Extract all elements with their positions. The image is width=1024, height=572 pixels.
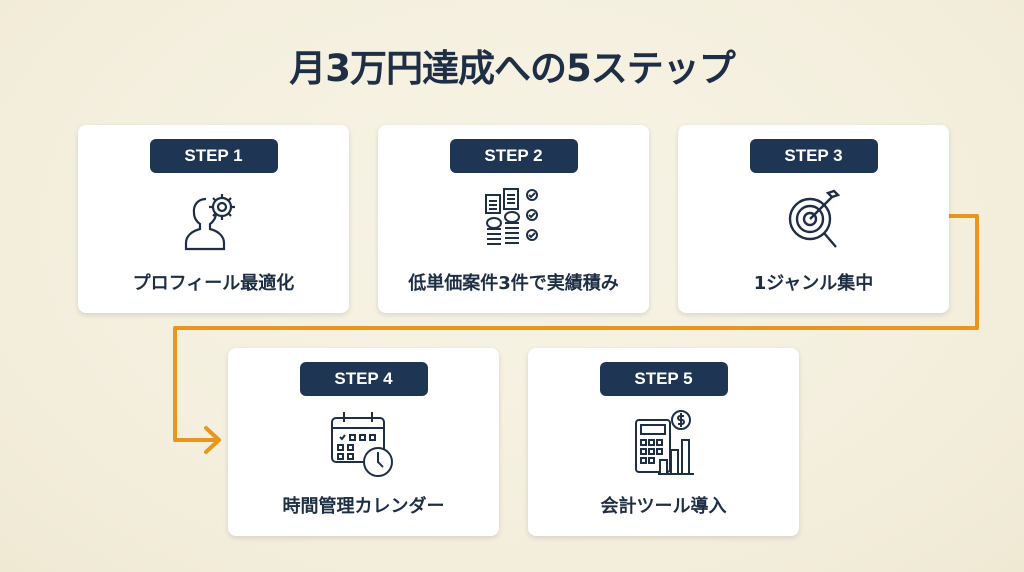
page-title: 月3万円達成への5ステップ	[289, 47, 736, 90]
step-badge: STEP 5	[599, 362, 728, 396]
calculator-chart-icon	[634, 410, 694, 475]
step-badge: STEP 3	[749, 139, 878, 173]
person-gear-icon	[184, 194, 235, 251]
step-badge: STEP 1	[149, 139, 278, 173]
step-card-4: STEP 4 時間管理カレンダー	[228, 348, 499, 536]
target-magnifier-icon	[788, 189, 840, 248]
step-card-3: STEP 3 1ジャンル集中	[678, 125, 949, 313]
step-label: 1ジャンル集中	[753, 273, 874, 294]
step-label: 低単価案件3件で実績積み	[408, 273, 619, 294]
step-card-1: STEP 1 プロフィール最適化	[78, 125, 349, 313]
documents-coins-checklist-icon	[484, 188, 538, 245]
step-label: 会計ツール導入	[600, 496, 727, 517]
step-label: 時間管理カレンダー	[282, 496, 445, 517]
step-card-2: STEP 2 低単価案件3件で実績積み	[378, 125, 649, 313]
step-badge: STEP 4	[299, 362, 428, 396]
step-card-5: STEP 5 会計ツール導入	[528, 348, 799, 536]
step-label: プロフィール最適化	[132, 273, 295, 294]
calendar-clock-icon	[330, 412, 393, 477]
step-badge: STEP 2	[449, 139, 578, 173]
